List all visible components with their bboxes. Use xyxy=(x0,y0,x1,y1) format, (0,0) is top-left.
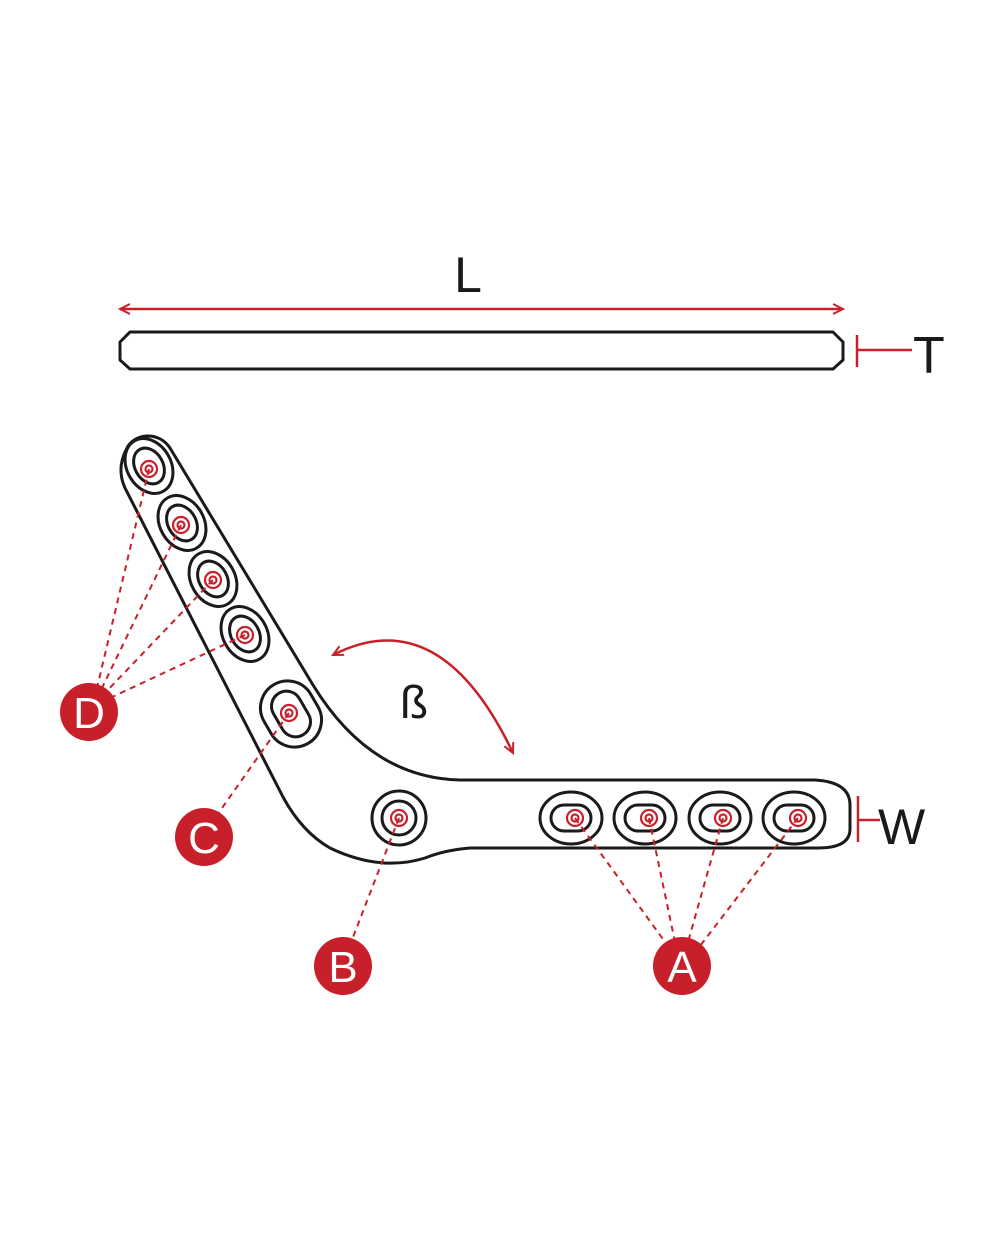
callout-c-label: C xyxy=(188,814,220,863)
thickness-label: T xyxy=(913,327,945,385)
hole-c-slot xyxy=(259,679,323,749)
hole-a2 xyxy=(612,790,678,846)
angle-label: ß xyxy=(400,676,428,728)
top-view: ß W xyxy=(119,434,926,865)
side-view: L T xyxy=(120,247,945,385)
callout-b: B xyxy=(314,937,372,995)
hole-d1 xyxy=(123,437,175,495)
callout-d-label: D xyxy=(73,689,105,738)
hole-a3 xyxy=(687,790,753,846)
callout-d: D xyxy=(60,683,118,741)
hole-d3 xyxy=(187,550,239,608)
hole-d2 xyxy=(156,494,208,552)
hole-a4 xyxy=(761,790,827,846)
angle-arc-arrow xyxy=(333,639,513,753)
callout-a: A xyxy=(653,937,711,995)
plate-side-profile xyxy=(118,330,845,371)
hole-a1 xyxy=(538,790,604,846)
hole-b xyxy=(370,789,428,847)
callout-c: C xyxy=(175,808,233,866)
callout-a-label: A xyxy=(667,943,697,992)
length-label: L xyxy=(454,247,482,303)
width-label: W xyxy=(878,799,926,855)
callout-b-label: B xyxy=(328,943,357,992)
callout-leaders xyxy=(95,468,799,947)
